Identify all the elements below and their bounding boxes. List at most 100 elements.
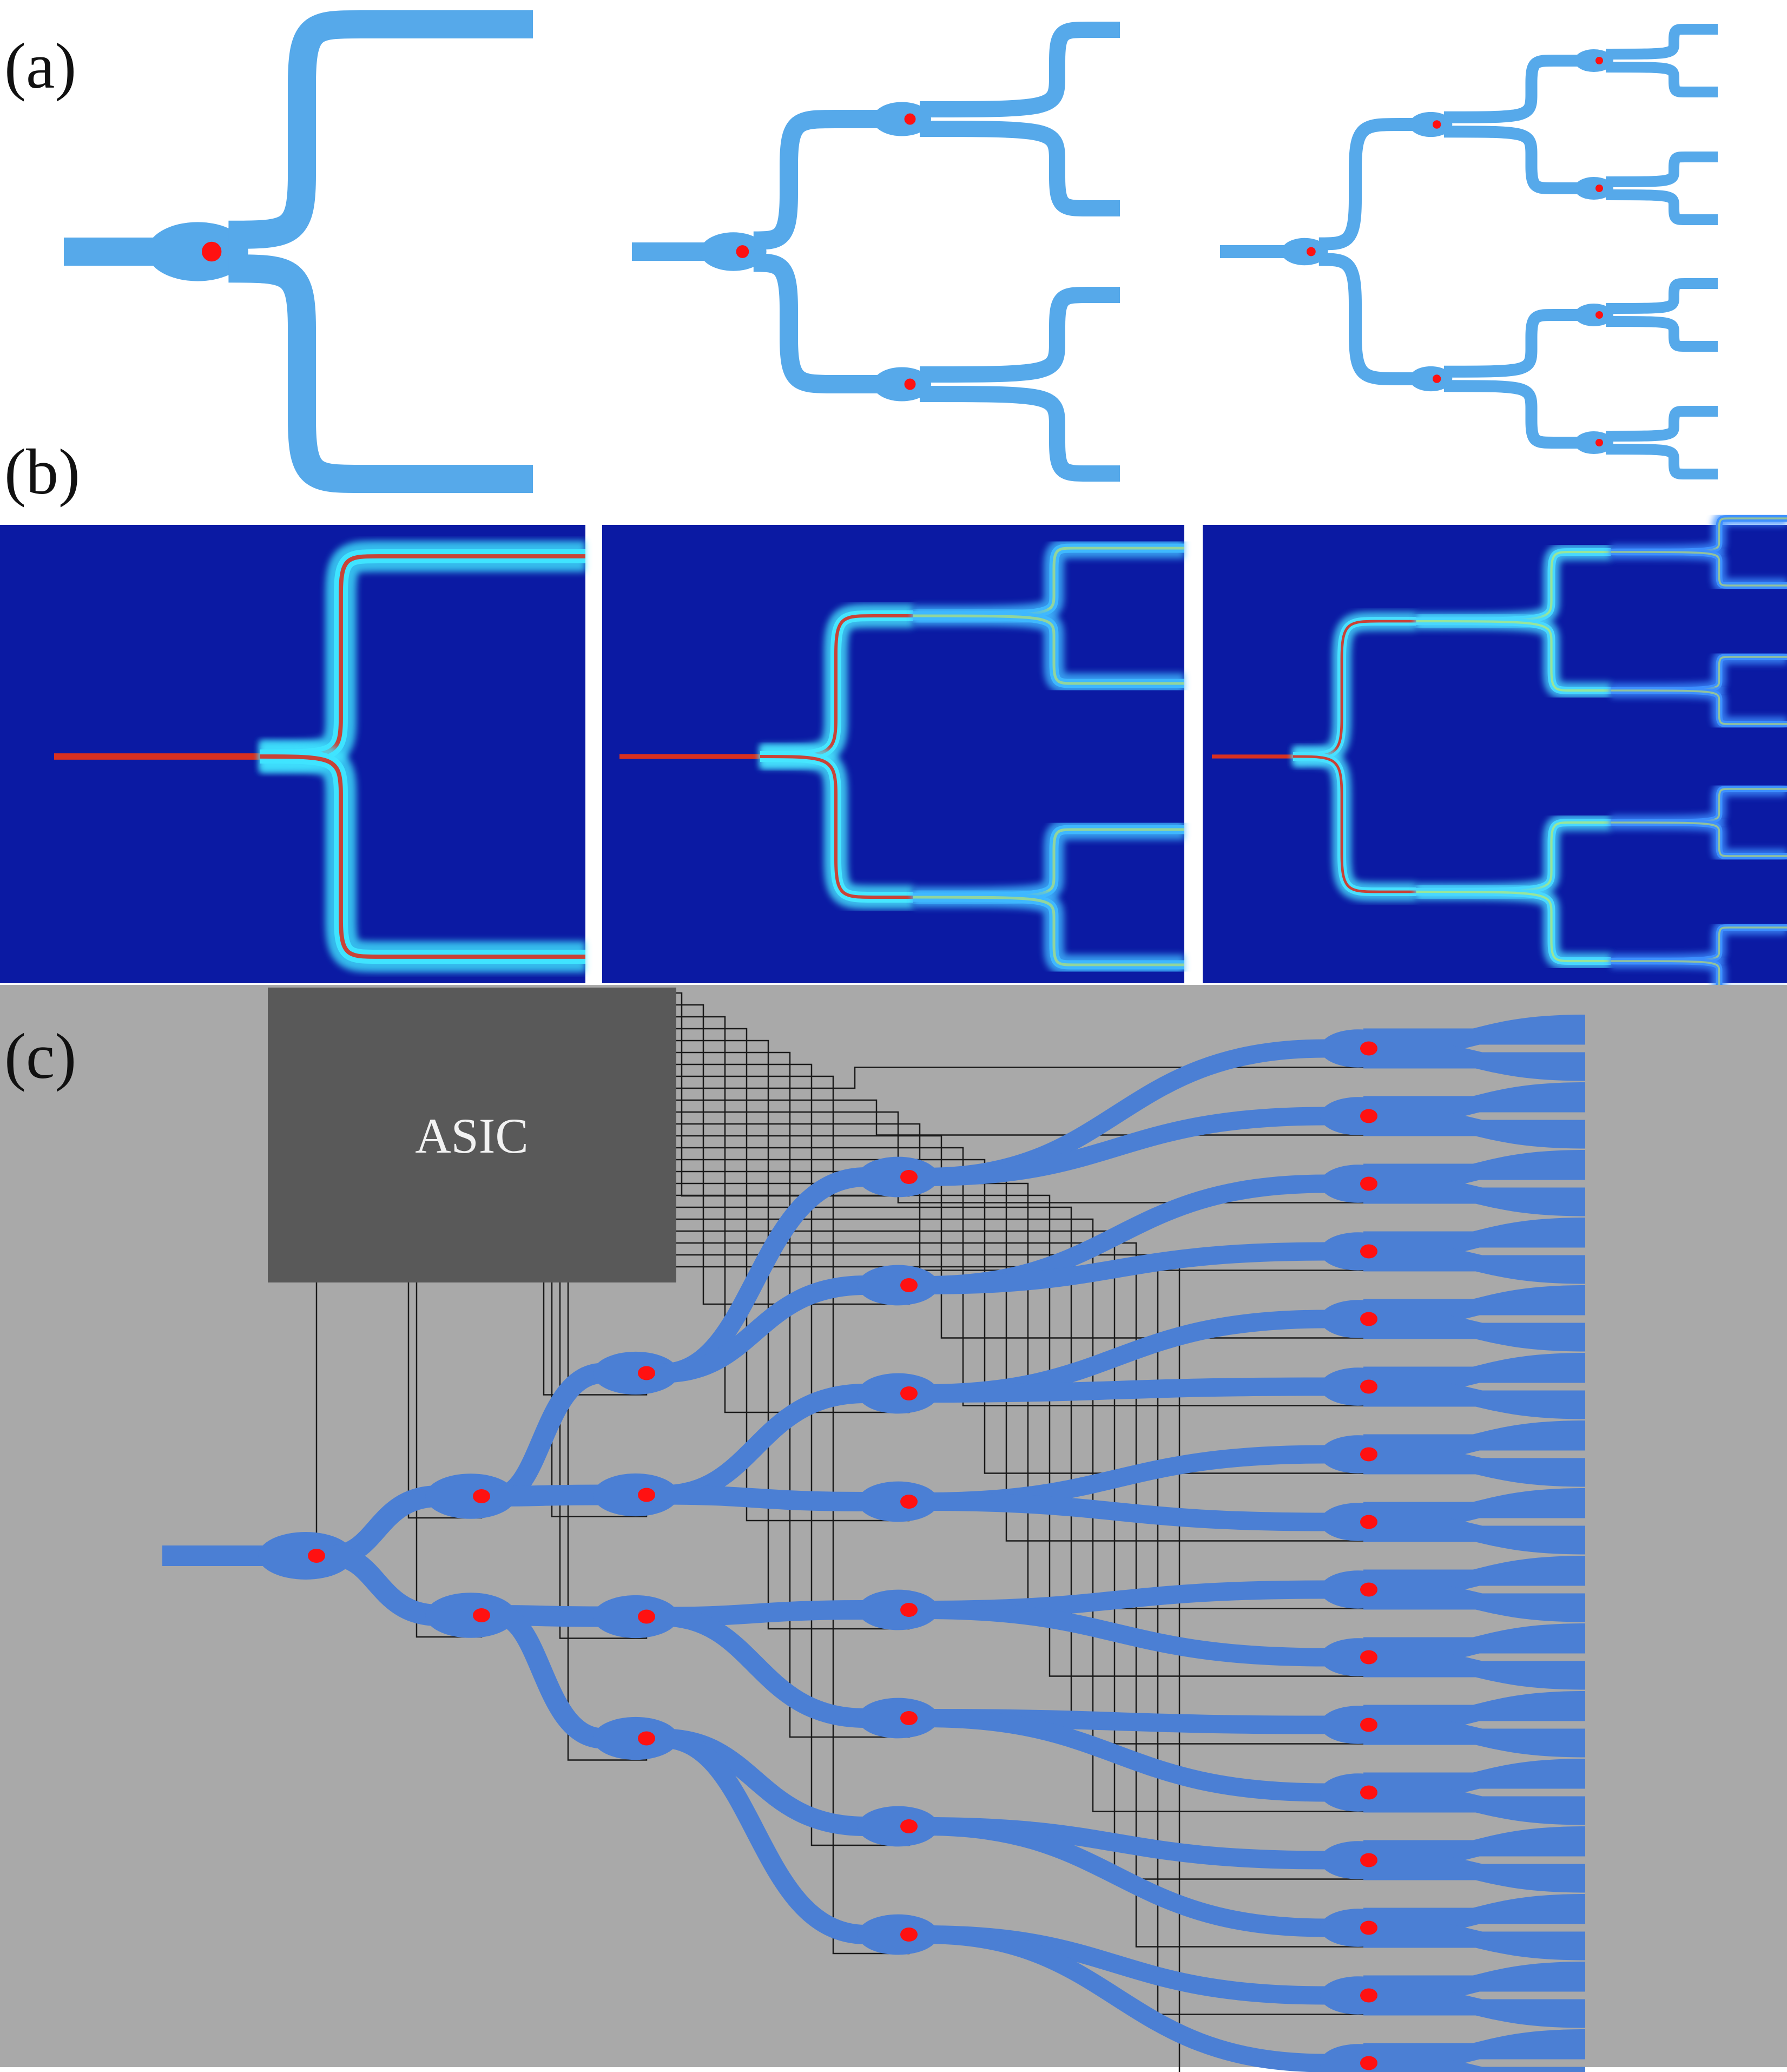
output-waveguide-straight	[1363, 1458, 1585, 1475]
junction-dot	[900, 1711, 918, 1725]
junction-dot	[1595, 439, 1603, 446]
junction-markers	[308, 1041, 1377, 2070]
junction-dot	[1595, 57, 1603, 64]
y-junction-taper	[147, 222, 248, 281]
junction-dot	[1360, 1718, 1377, 1732]
output-waveguide-straight	[1363, 1637, 1585, 1654]
y-junction-taper	[858, 1698, 939, 1739]
field-core	[259, 754, 585, 959]
junction-dot	[1360, 1515, 1377, 1529]
branch-waveguide	[662, 1728, 866, 1944]
output-waveguide-straight	[1363, 1840, 1585, 1857]
junction-dot	[900, 1495, 918, 1509]
junction-dot	[1433, 120, 1441, 129]
junction-dot	[904, 378, 916, 390]
junction-dot	[900, 1928, 918, 1942]
output-waveguide-straight	[1363, 1390, 1585, 1407]
waveguide-tree-1x32	[162, 1015, 1586, 2072]
branch-waveguide	[662, 1275, 866, 1383]
panel-label-b: (b)	[4, 436, 80, 508]
output-waveguide-straight	[1363, 1028, 1585, 1045]
output-waveguide-straight	[1363, 1661, 1585, 1678]
branch-waveguide	[753, 110, 884, 250]
output-waveguide-straight	[1363, 1187, 1585, 1204]
junction-dot	[1360, 1988, 1377, 2003]
output-waveguide-straight	[1363, 1052, 1585, 1069]
y-junction-taper	[858, 1914, 939, 1955]
branch-waveguide	[925, 1925, 1326, 2072]
output-waveguide-straight	[1363, 1999, 1585, 2016]
y-junction-taper	[592, 1716, 679, 1760]
y-junction-taper	[258, 1532, 353, 1580]
branch-waveguide	[228, 10, 533, 249]
junction-dot	[638, 1609, 655, 1624]
junction-dot	[900, 1819, 918, 1833]
output-waveguide-straight	[1363, 1569, 1585, 1586]
y-junction-taper	[700, 232, 767, 271]
branch-waveguide	[919, 386, 1120, 482]
field-core	[913, 614, 1184, 685]
branch-waveguide	[1605, 152, 1718, 187]
field-core	[1416, 890, 1611, 963]
panel-b-field-simulations	[0, 511, 1787, 1002]
junction-dot	[900, 1603, 918, 1617]
junction-dot	[1360, 1582, 1377, 1597]
y-junction-taper	[1409, 366, 1453, 392]
junction-dot	[900, 1386, 918, 1400]
y-junction-taper	[1409, 111, 1453, 137]
branch-waveguide	[1318, 118, 1418, 251]
output-waveguide-straight	[1363, 1120, 1585, 1136]
output-waveguide-straight	[1363, 1525, 1585, 1542]
junction-dot	[1360, 1312, 1377, 1326]
output-waveguide-straight	[1363, 2043, 1585, 2060]
junction-dot	[736, 245, 749, 258]
field-core	[1611, 821, 1787, 857]
field-core	[1416, 620, 1611, 692]
junction-dot	[1360, 1853, 1377, 1867]
branch-waveguide	[1605, 62, 1718, 97]
y-junction-taper	[858, 1806, 939, 1847]
branch-waveguide	[1605, 24, 1718, 60]
junction-dot	[1360, 1920, 1377, 1935]
branch-waveguide	[925, 1601, 1326, 1667]
junction-dot	[900, 1278, 918, 1292]
asic-label: ASIC	[415, 1108, 529, 1163]
field-core	[913, 896, 1184, 966]
output-waveguide-straight	[1363, 1907, 1585, 1924]
sim-tile-1x8	[1212, 511, 1787, 1002]
junction-dot	[900, 1170, 918, 1184]
branch-waveguide	[1605, 406, 1718, 442]
junction-dot	[1360, 1176, 1377, 1191]
output-waveguide-straight	[1363, 2067, 1585, 2072]
y-junction-taper	[1574, 304, 1613, 326]
branch-waveguide	[497, 1484, 604, 1507]
branch-waveguide	[228, 254, 533, 493]
y-junction-taper	[425, 1474, 516, 1519]
y-junction-taper	[858, 1373, 939, 1414]
branch-waveguide	[919, 287, 1120, 383]
tree-1x8	[1220, 24, 1718, 479]
branch-waveguide	[332, 1545, 439, 1626]
output-waveguide-straight	[1363, 1931, 1585, 1948]
branch-waveguide	[1605, 278, 1718, 314]
branch-waveguide	[925, 1492, 1326, 1531]
junction-dot	[638, 1731, 655, 1746]
asic-block	[268, 988, 676, 1282]
junction-dot	[1360, 1650, 1377, 1665]
tree-1x4	[632, 22, 1120, 482]
y-junction-taper	[1281, 238, 1328, 266]
junction-dot	[473, 1489, 490, 1503]
y-junction-taper	[858, 1265, 939, 1306]
y-junction-taper	[592, 1351, 679, 1395]
branch-waveguide	[1605, 316, 1718, 352]
y-junction-taper	[1574, 49, 1613, 72]
y-junction-taper	[1574, 177, 1613, 200]
output-waveguide-straight	[1363, 1299, 1585, 1315]
y-junction-taper	[873, 367, 931, 402]
output-waveguide-straight	[1363, 1864, 1585, 1880]
junction-dot	[202, 241, 222, 262]
output-waveguide-straight	[1363, 1728, 1585, 1745]
branch-waveguide	[662, 1607, 866, 1728]
junction-dot	[1595, 185, 1603, 192]
